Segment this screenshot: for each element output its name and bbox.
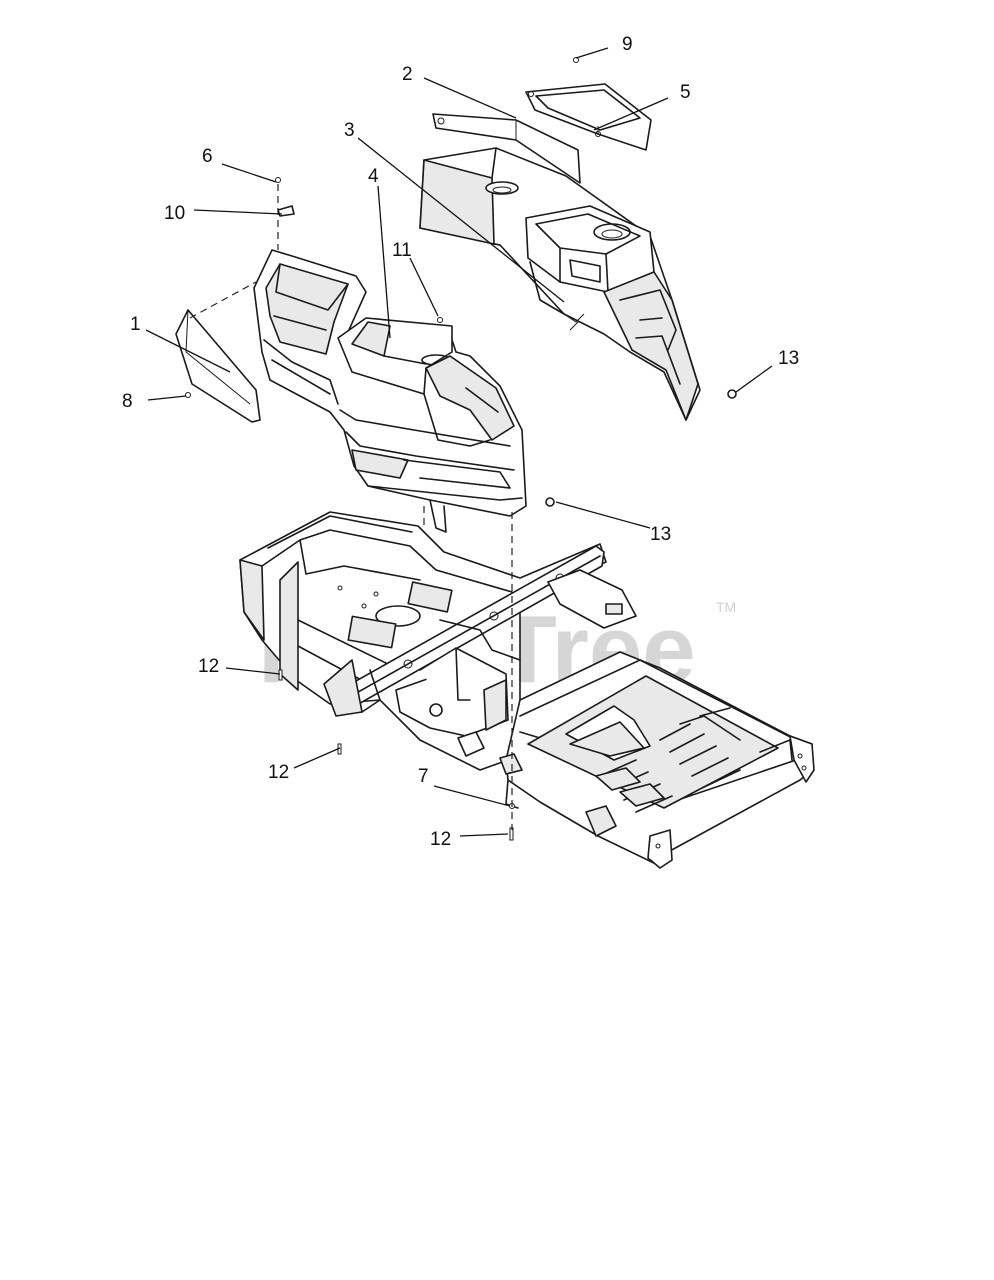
callout-1: 1 (130, 314, 141, 335)
fastener-6 (275, 177, 281, 183)
part-3-console (419, 147, 701, 421)
callout-3: 3 (344, 120, 355, 141)
callout-10: 10 (164, 203, 185, 224)
alignment-lines (189, 184, 513, 830)
callout-11: 11 (392, 240, 412, 261)
fastener-12a (278, 669, 283, 681)
fastener-13a (727, 389, 737, 399)
fastener-8 (185, 392, 191, 398)
callout-13-a: 13 (778, 348, 799, 369)
callout-6: 6 (202, 146, 213, 167)
fastener-9 (573, 57, 579, 63)
part-4-dash-panel (253, 249, 527, 533)
callout-12-c: 12 (430, 829, 451, 850)
main-frame (239, 511, 815, 869)
callout-12-a: 12 (198, 656, 219, 677)
callout-8: 8 (122, 391, 133, 412)
fastener-13b (545, 497, 555, 507)
callout-13-b: 13 (650, 524, 671, 545)
callout-2: 2 (402, 64, 413, 85)
callout-5: 5 (680, 82, 691, 103)
watermark-trademark: TM (716, 599, 736, 615)
part-2-cover-plate (432, 113, 581, 184)
part-5-tray (525, 83, 652, 151)
leader-lines (145, 47, 773, 837)
callout-7: 7 (418, 766, 429, 787)
callout-9: 9 (622, 34, 633, 55)
callout-numbers: 1 2 3 4 5 6 7 8 9 10 11 12 12 12 13 13 (122, 34, 799, 850)
callout-4: 4 (368, 166, 379, 187)
fastener-11 (437, 317, 443, 323)
callout-12-b: 12 (268, 762, 289, 783)
